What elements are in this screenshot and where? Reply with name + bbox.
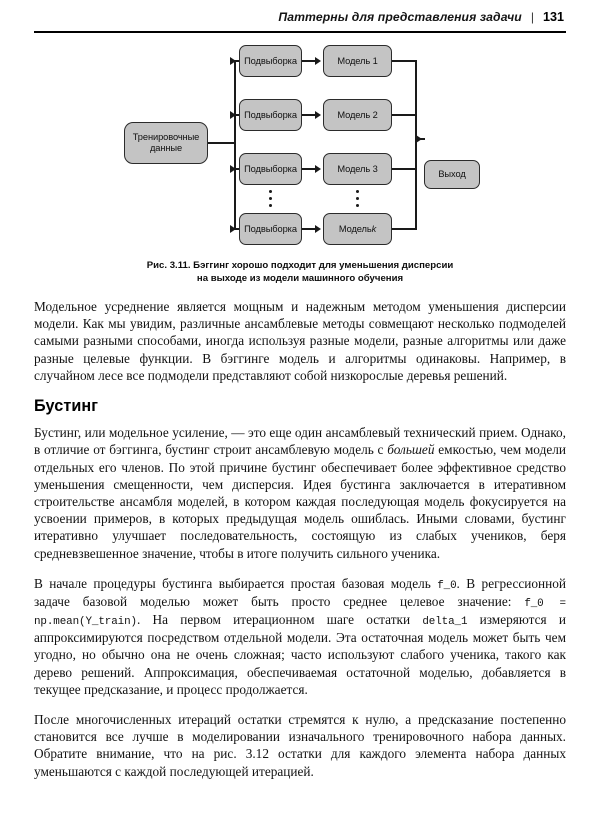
code-delta-1: delta_1 — [422, 616, 468, 629]
figure-caption-line-1: Рис. 3.11. Бэггинг хорошо подходит для у… — [146, 260, 454, 271]
connector-spine-lower — [234, 142, 236, 229]
node-training-data: Тренировочные данные — [124, 122, 208, 164]
connector-model-1-to-merge — [392, 60, 417, 62]
code-f0: f_0 — [437, 579, 457, 592]
code-f0-npmean: f_0 = np.mean(Y_train) — [34, 597, 566, 629]
running-head-title: Паттерны для представления задачи — [278, 10, 522, 24]
arrow-to-sub-1 — [230, 57, 236, 65]
node-model-k: Модель k — [323, 213, 392, 245]
connector-spine-to-sub-1 — [234, 60, 243, 62]
connector-sub-1-to-model-1 — [302, 60, 317, 62]
paragraph-boosting-procedure-part-d: измеряются и аппроксимируются посредство… — [34, 612, 566, 697]
connector-spine-to-sub-3 — [234, 168, 243, 170]
connector-sub-k-to-model-k — [302, 228, 317, 230]
arrow-to-sub-2 — [230, 111, 236, 119]
figure-caption-line-2: на выходе из модели машинного обучения — [196, 273, 404, 285]
paragraph-iterations-residuals: После многочисленных итераций остатки ст… — [34, 712, 566, 779]
connector-merge-spine — [415, 60, 417, 230]
page-header: Паттерны для представления задачи | 131 — [34, 10, 566, 34]
vertical-ellipsis-model — [356, 190, 359, 207]
paragraph-boosting-procedure: В начале процедуры бустинга выбирается п… — [34, 575, 566, 698]
connector-model-2-to-merge — [392, 114, 417, 116]
paragraph-model-averaging: Модельное усреднение является мощным и н… — [34, 299, 566, 383]
node-subsample-3: Подвыборка — [239, 153, 302, 185]
connector-spine-to-sub-2 — [234, 114, 243, 116]
arrow-to-model-k — [315, 225, 321, 233]
arrow-to-sub-3 — [230, 165, 236, 173]
connector-model-3-to-merge — [392, 168, 417, 170]
connector-sub-3-to-model-3 — [302, 168, 317, 170]
node-subsample-k: Подвыборка — [239, 213, 302, 245]
paragraph-boosting-intro-part-a: Бустинг, или модельное усиление, — это е… — [34, 425, 566, 458]
node-subsample-2: Подвыборка — [239, 99, 302, 131]
connector-model-k-to-merge — [392, 228, 417, 230]
node-model-k-prefix: Модель — [338, 223, 372, 234]
figure-caption: Рис. 3.11. Бэггинг хорошо подходит для у… — [34, 259, 566, 285]
paragraph-boosting-procedure-part-a: В начале процедуры бустинга выбирается п… — [34, 575, 438, 591]
vertical-ellipsis-subsample — [269, 190, 272, 207]
arrow-to-model-1 — [315, 57, 321, 65]
header-rule — [34, 31, 566, 33]
connector-spine-to-sub-k — [234, 228, 243, 230]
node-output: Выход — [424, 160, 480, 189]
section-heading-boosting: Бустинг — [34, 397, 99, 416]
connector-train-to-spine — [208, 142, 236, 144]
arrow-to-output — [416, 135, 422, 143]
figure-diagram: Тренировочные данные Подвыборка Подвыбор… — [0, 36, 600, 254]
node-model-k-index: k — [371, 223, 377, 234]
node-model-1: Модель 1 — [323, 45, 392, 77]
paragraph-boosting-intro: Бустинг, или модельное усиление, — это е… — [34, 424, 566, 562]
page-body: Модельное усреднение является мощным и н… — [34, 298, 566, 793]
paragraph-boosting-intro-part-b: емкостью, чем модели отдельных его члено… — [34, 442, 566, 561]
emphasis-bolshey: большей — [387, 442, 435, 458]
paragraph-boosting-procedure-part-b: . В регрессионной задаче базовой моделью… — [34, 575, 567, 609]
arrow-to-model-3 — [315, 165, 321, 173]
arrow-to-sub-k — [230, 225, 236, 233]
node-model-3: Модель 3 — [323, 153, 392, 185]
connector-sub-2-to-model-2 — [302, 114, 317, 116]
paragraph-boosting-procedure-part-c: . На первом итерационном шаге остатки — [136, 612, 423, 628]
running-head-separator: | — [530, 10, 534, 24]
page-number: 131 — [542, 10, 564, 24]
arrow-to-model-2 — [315, 111, 321, 119]
node-model-2: Модель 2 — [323, 99, 392, 131]
figure-3-11: Тренировочные данные Подвыборка Подвыбор… — [0, 36, 600, 254]
node-subsample-1: Подвыборка — [239, 45, 302, 77]
